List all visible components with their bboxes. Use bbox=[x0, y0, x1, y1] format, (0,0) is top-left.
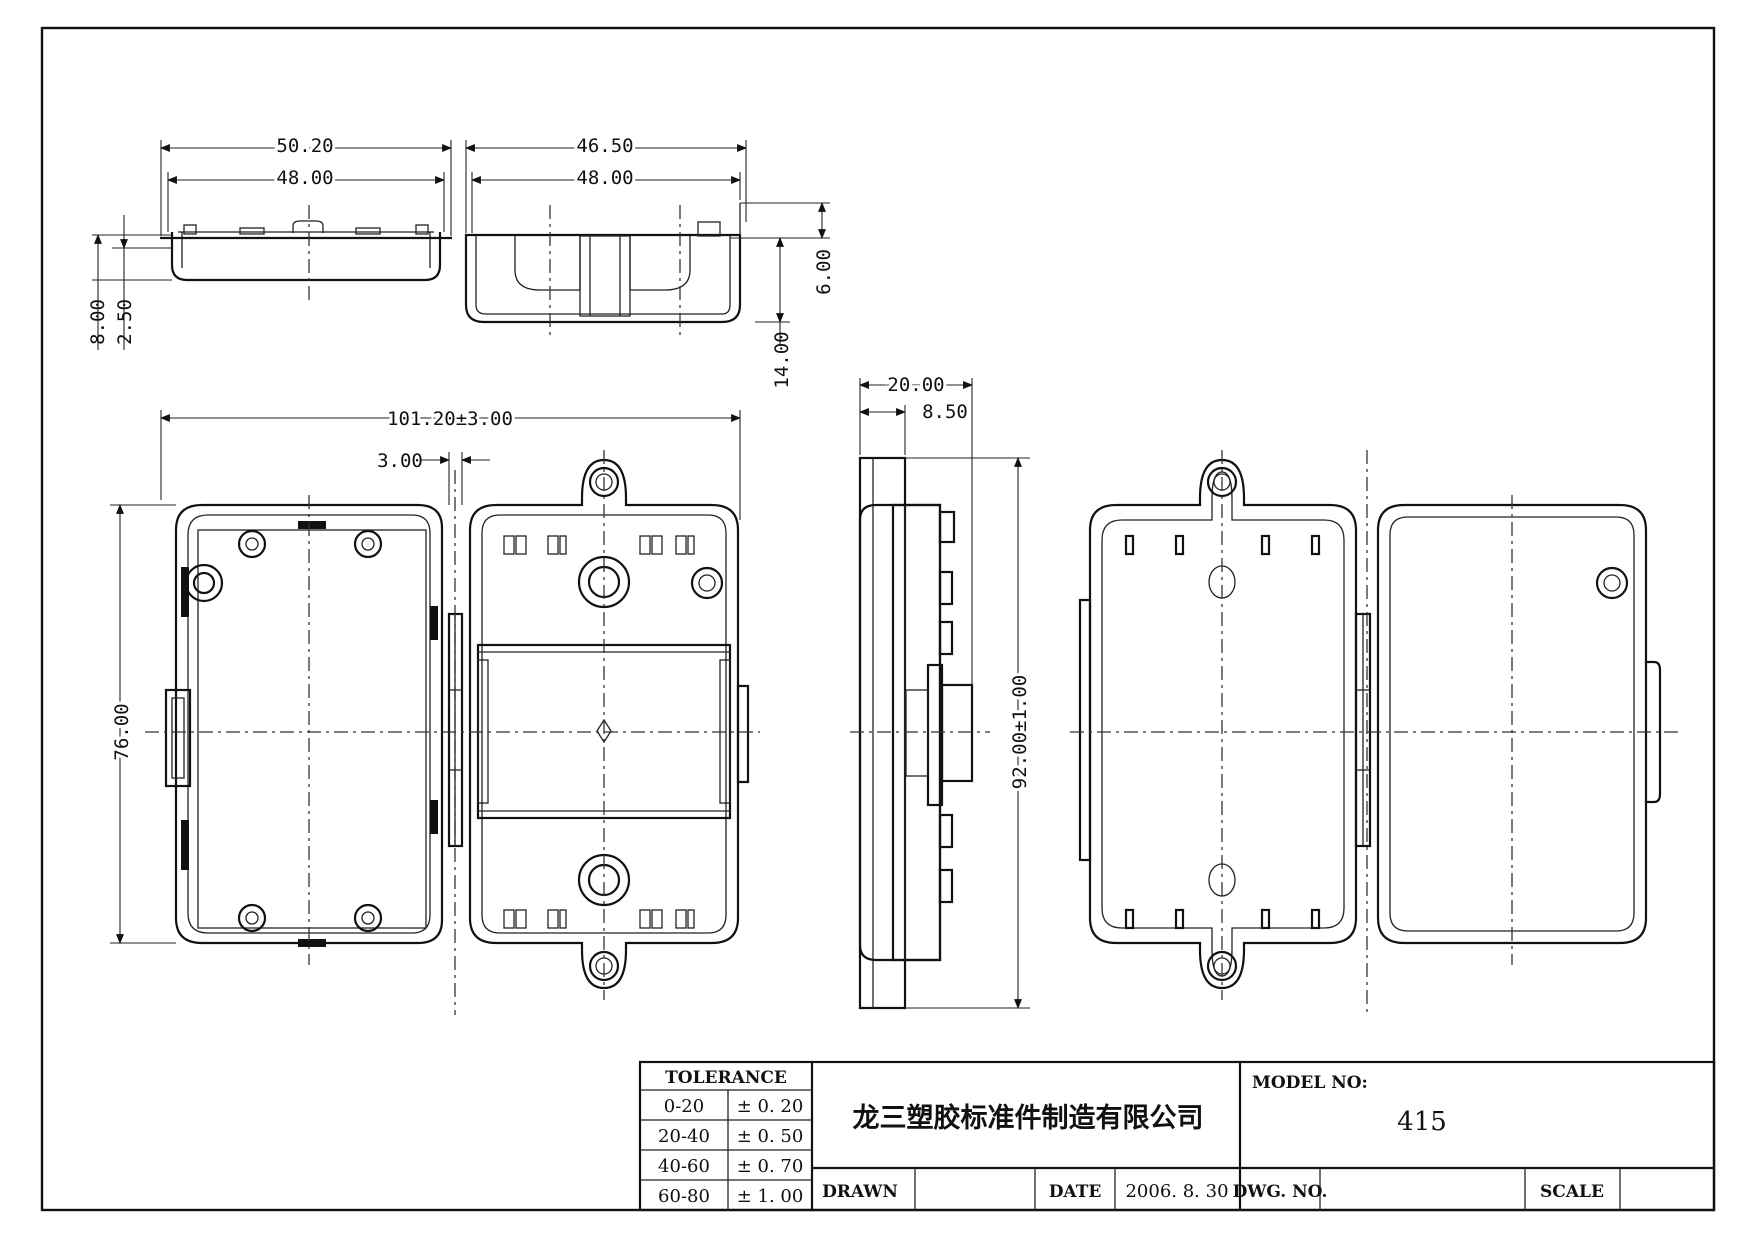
dwg-no-label: DWG. NO. bbox=[1233, 1182, 1328, 1202]
dim-hinge-gap: 3.00 bbox=[377, 450, 423, 472]
dim-top-left-inner: 48.00 bbox=[276, 167, 333, 189]
tolerance-value: ± 0. 50 bbox=[737, 1126, 804, 1147]
company-name: 龙三塑胶标准件制造有限公司 bbox=[853, 1102, 1204, 1134]
tolerance-range: 60-80 bbox=[658, 1186, 710, 1207]
drawing-frame bbox=[40, 26, 1716, 1212]
tolerance-value: ± 0. 20 bbox=[737, 1096, 804, 1117]
date-value: 2006. 8. 30 bbox=[1125, 1181, 1228, 1202]
dim-side-height: 92.00±1.00 bbox=[1009, 675, 1031, 789]
tolerance-range: 20-40 bbox=[658, 1126, 710, 1147]
front-view: 101.20±3.00 3.00 bbox=[108, 405, 760, 1015]
tolerance-header: TOLERANCE bbox=[665, 1068, 787, 1088]
dim-front-width: 101.20±3.00 bbox=[387, 408, 513, 430]
model-label: MODEL NO: bbox=[1252, 1073, 1368, 1093]
top-view-base bbox=[464, 140, 747, 340]
dim-base-step: 6.00 bbox=[813, 249, 835, 295]
dim-top-right-inner: 48.00 bbox=[576, 167, 633, 189]
dim-top-left-outer: 50.20 bbox=[276, 135, 333, 157]
drawn-label: DRAWN bbox=[822, 1182, 898, 1202]
side-view: 20.00 8.50 92.00±1.00 bbox=[850, 371, 1034, 1010]
date-label: DATE bbox=[1049, 1182, 1102, 1202]
tolerance-value: ± 0. 70 bbox=[737, 1156, 804, 1177]
tolerance-range: 0-20 bbox=[664, 1096, 704, 1117]
dim-top-right-outer: 46.50 bbox=[576, 135, 633, 157]
back-view bbox=[1070, 450, 1680, 1015]
scale-label: SCALE bbox=[1540, 1182, 1604, 1202]
title-block: TOLERANCE 0-20 ± 0. 20 20-40 ± 0. 50 40-… bbox=[638, 1060, 1716, 1212]
model-number: 415 bbox=[1397, 1107, 1447, 1137]
tolerance-value: ± 1. 00 bbox=[737, 1186, 804, 1207]
dim-lid-lip: 2.50 bbox=[114, 299, 136, 345]
top-view-dimensions: 50.20 48.00 46.50 48.00 8.00 2.50 6.00 1… bbox=[87, 132, 835, 389]
dim-side-width: 20.00 bbox=[887, 374, 944, 396]
dim-side-inner: 8.50 bbox=[922, 401, 968, 423]
dim-lid-height: 8.00 bbox=[87, 299, 109, 345]
dim-base-height: 14.00 bbox=[771, 331, 793, 388]
top-view-lid bbox=[160, 140, 452, 300]
tolerance-range: 40-60 bbox=[658, 1156, 710, 1177]
dim-front-height: 76.00 bbox=[111, 703, 133, 760]
